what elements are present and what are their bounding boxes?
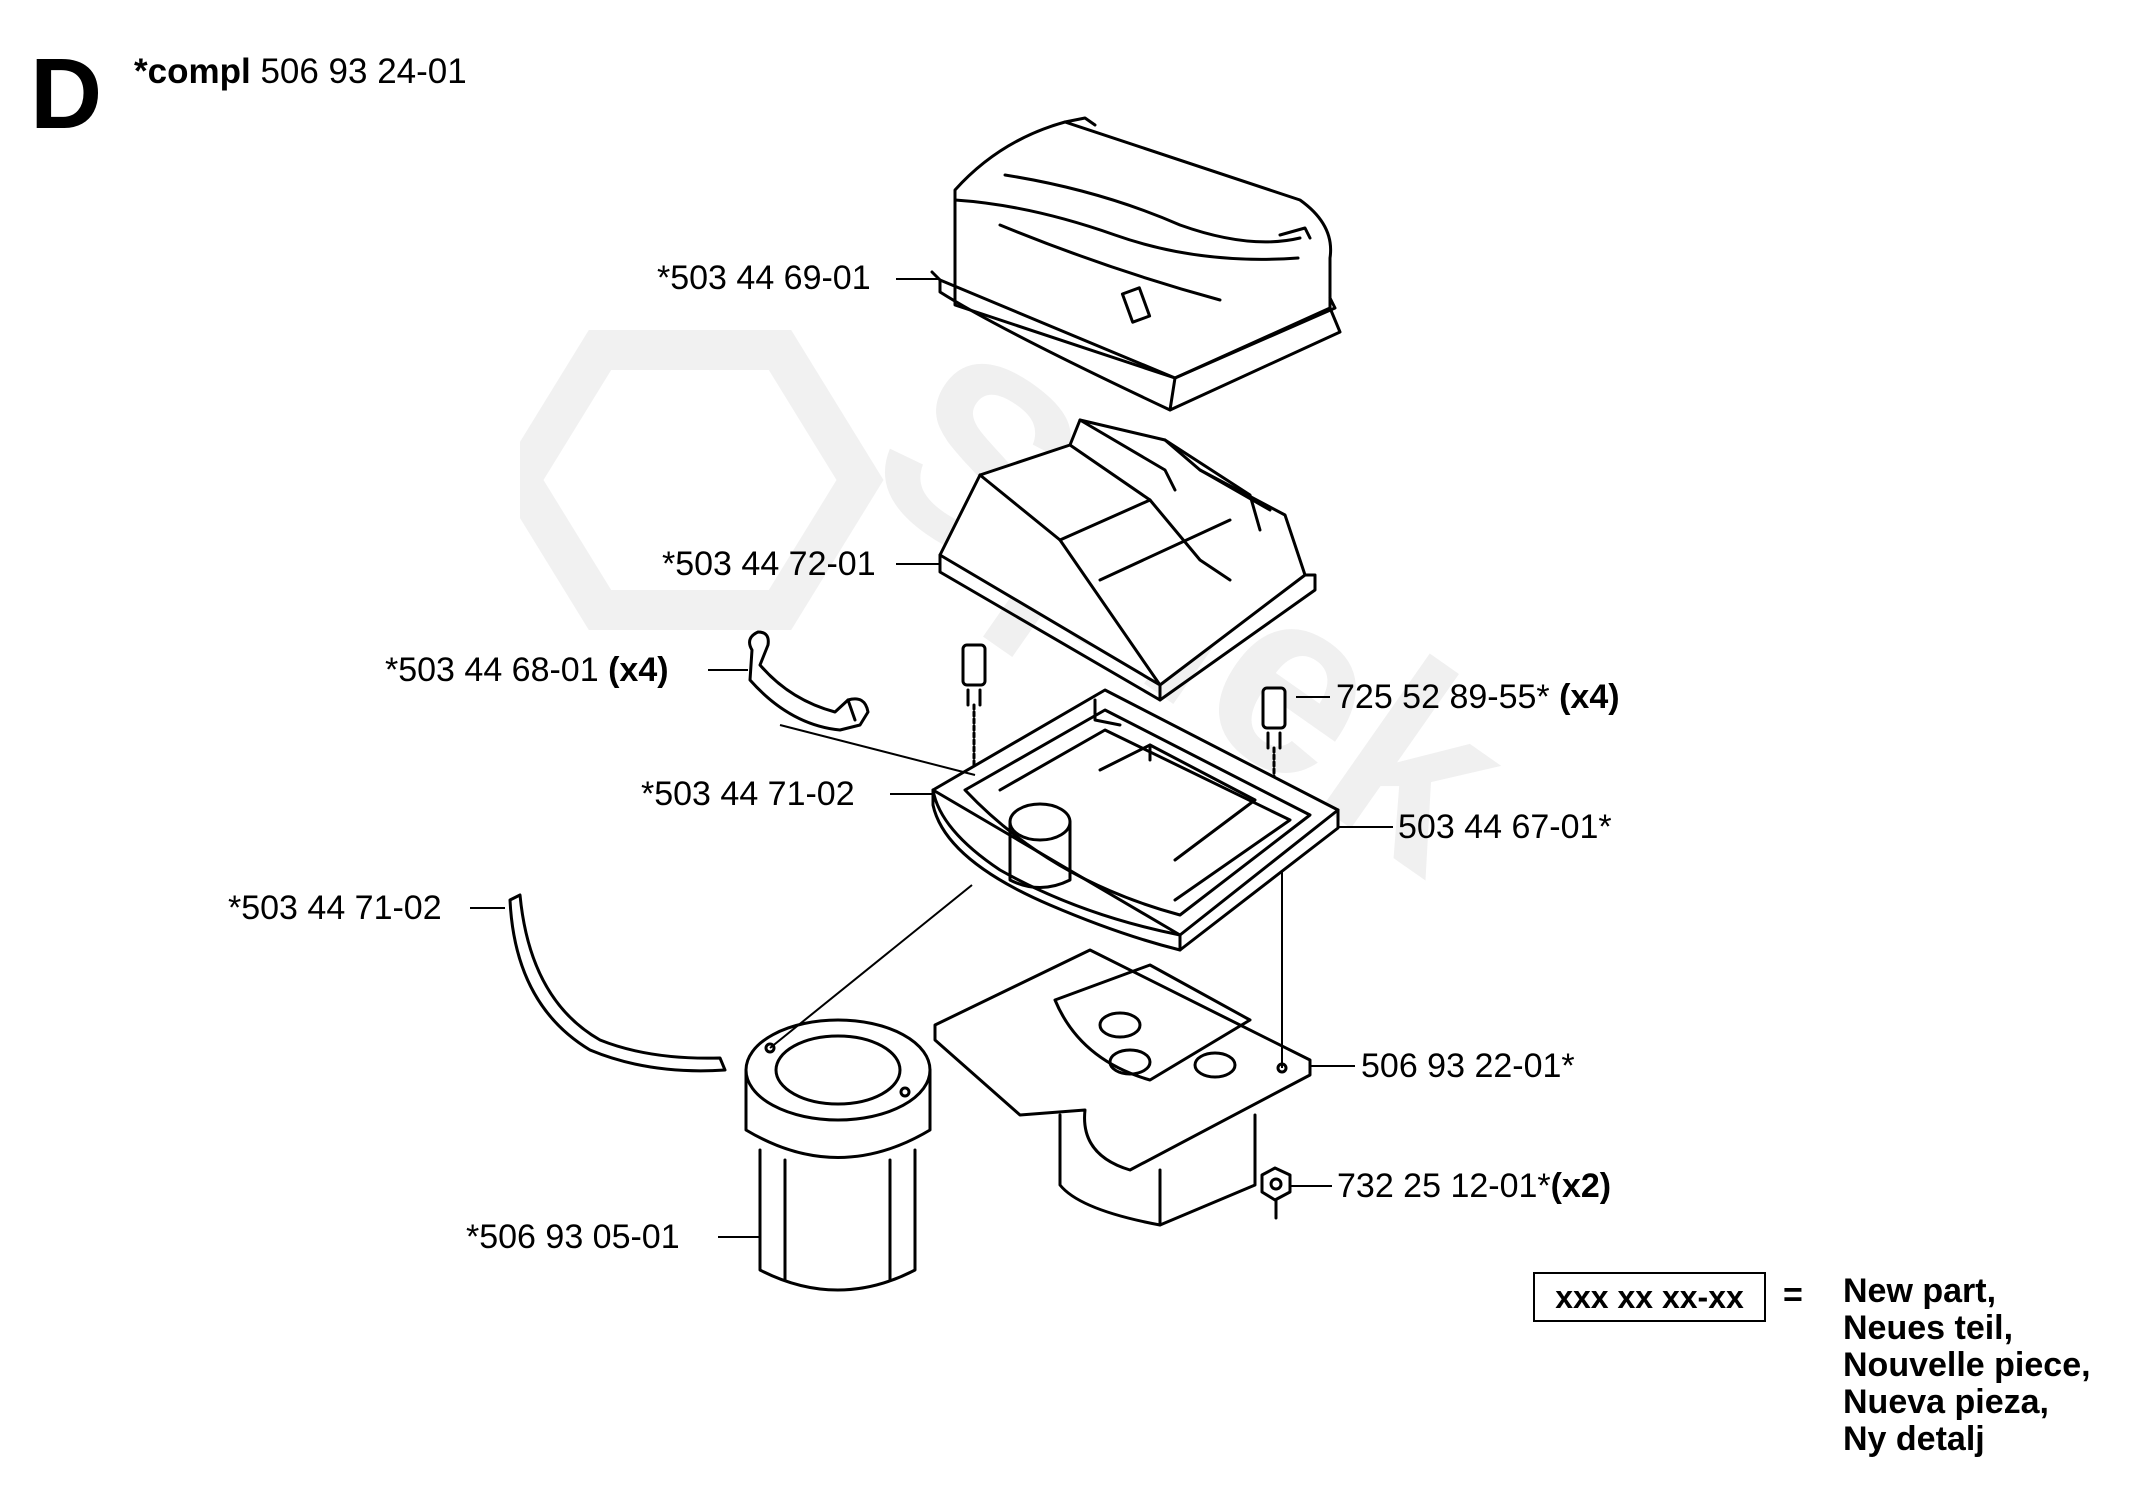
- bracket-drawing: [933, 948, 1312, 1227]
- part-quantity: (x2): [1550, 1167, 1612, 1205]
- part-number: 732 25 12-01*: [1337, 1167, 1551, 1205]
- filter-holder-drawing: [931, 688, 1340, 952]
- callout-seal-strip: *503 44 71-02: [228, 888, 442, 928]
- callout-gasket: *503 44 71-02: [641, 774, 855, 814]
- callout-filter: *503 44 72-01: [662, 544, 876, 584]
- callout-nut: 732 25 12-01*(x2): [1337, 1166, 1611, 1206]
- part-number: 506 93 22-01*: [1361, 1047, 1575, 1085]
- part-number: *503 44 69-01: [657, 259, 871, 297]
- part-number: 725 52 89-55*: [1336, 678, 1550, 716]
- legend-meaning: Ny detalj: [1843, 1420, 1985, 1458]
- legend-meaning: New part,: [1843, 1272, 1997, 1310]
- legend-meaning: Neues teil,: [1843, 1309, 2014, 1347]
- callout-clip: *503 44 68-01 (x4): [385, 650, 669, 690]
- filter-cover-drawing: [930, 116, 1342, 412]
- legend-meaning: Nueva pieza,: [1843, 1383, 2049, 1421]
- legend-meaning: Nouvelle piece,: [1843, 1346, 2091, 1384]
- legend-equals: =: [1783, 1276, 1803, 1314]
- part-number: *506 93 05-01: [466, 1218, 680, 1256]
- assembly-number: *compl 506 93 24-01: [134, 52, 467, 92]
- part-number: *503 44 68-01: [385, 651, 599, 689]
- section-letter: D: [30, 38, 103, 150]
- air-filter-drawing: [938, 418, 1317, 702]
- part-number: *503 44 71-02: [641, 775, 855, 813]
- callout-screw: 725 52 89-55* (x4): [1336, 677, 1620, 717]
- legend-pattern-box: xxx xx xx-xx: [1533, 1272, 1766, 1322]
- seal-strip-drawing: [508, 893, 727, 1073]
- callout-cover: *503 44 69-01: [657, 258, 871, 298]
- part-quantity: (x4): [1559, 678, 1620, 716]
- part-number: *503 44 71-02: [228, 889, 442, 927]
- callout-holder: 503 44 67-01*: [1398, 807, 1612, 847]
- compl-number: 506 93 24-01: [260, 52, 467, 91]
- nut-drawing: [1260, 1166, 1292, 1220]
- part-quantity: (x4): [608, 651, 669, 689]
- compl-label: *compl: [134, 52, 251, 91]
- callout-prefilter: *506 93 05-01: [466, 1217, 680, 1257]
- clip-drawing: [748, 630, 870, 732]
- part-number: 503 44 67-01*: [1398, 808, 1612, 846]
- callout-bracket: 506 93 22-01*: [1361, 1046, 1575, 1086]
- legend-meanings: New part, Neues teil, Nouvelle piece, Nu…: [1843, 1273, 2091, 1458]
- part-number: *503 44 72-01: [662, 545, 876, 583]
- prefilter-drawing: [744, 1018, 932, 1292]
